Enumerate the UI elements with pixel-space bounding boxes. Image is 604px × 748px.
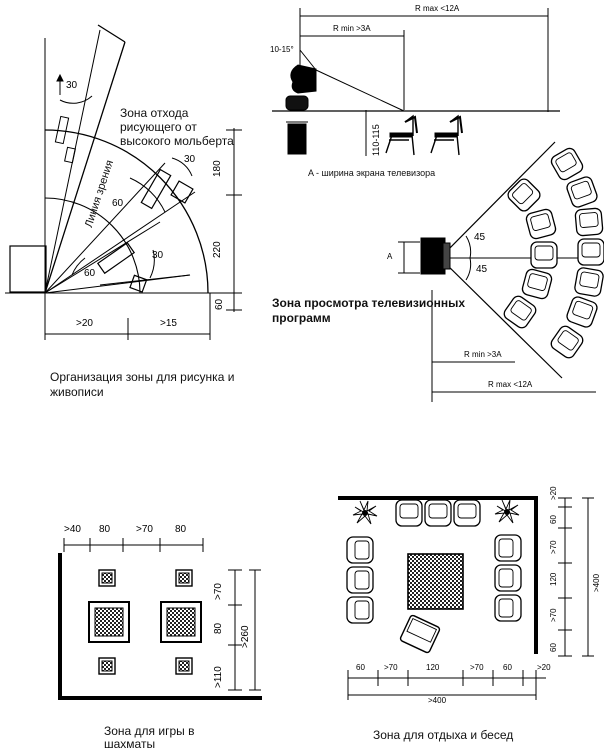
tv-angle-45-top: 45 xyxy=(474,232,486,243)
tv-rmin-plan: R min >3A xyxy=(464,350,502,359)
easel-zone-label: Зона отхода рисующего от высокого мольбе… xyxy=(120,106,234,148)
chess-dim-total: >260 xyxy=(240,625,251,648)
chess-dim-80a: 80 xyxy=(99,524,111,535)
angle-60-low: 60 xyxy=(84,268,96,279)
dim-20: >20 xyxy=(76,318,93,329)
tv-angle-45-bot: 45 xyxy=(476,264,488,275)
lounge-b-70a: >70 xyxy=(384,663,398,672)
tv-a-label: A xyxy=(387,252,393,261)
chess-dim-70: >70 xyxy=(136,524,153,535)
angle-60-mid: 60 xyxy=(112,198,124,209)
lounge-r-70a: >70 xyxy=(549,540,558,554)
lounge-b-60b: 60 xyxy=(503,663,512,672)
drawing-zone-diagram xyxy=(5,24,242,340)
lounge-caption: Зона для отдыха и бесед xyxy=(373,728,514,742)
lounge-r-20: >20 xyxy=(549,486,558,500)
angle-30-top: 30 xyxy=(66,80,78,91)
lounge-r-70b: >70 xyxy=(549,608,558,622)
tv-plan-title: Зона просмотра телевизионных программ xyxy=(272,296,466,325)
chess-dim-r70: >70 xyxy=(213,583,224,600)
tv-rmin-side: R min >3A xyxy=(333,24,371,33)
chess-dim-r110: >110 xyxy=(213,666,224,688)
angle-30-right: 30 xyxy=(184,154,196,165)
tv-height: 110-115 xyxy=(371,124,381,156)
tv-rmax-plan: R max <12A xyxy=(488,380,533,389)
tv-rmax-side: R max <12A xyxy=(415,4,460,13)
chess-dim-80b: 80 xyxy=(175,524,187,535)
lounge-b-120: 120 xyxy=(426,663,440,672)
chess-dim-40: >40 xyxy=(64,524,81,535)
angle-30-low: 30 xyxy=(152,250,164,261)
dim-15: >15 xyxy=(160,318,177,329)
drawing-zone-caption: Организация зоны для рисунка и живописи xyxy=(50,370,235,399)
dim-60: 60 xyxy=(214,298,225,310)
tv-side-caption: A - ширина экрана телевизора xyxy=(308,168,436,178)
lounge-r-60b: 60 xyxy=(549,643,558,652)
chess-caption: Зона для игры в шахматы xyxy=(104,724,195,748)
lounge-b-total: >400 xyxy=(428,696,447,705)
lounge-b-20: >20 xyxy=(537,663,551,672)
lounge-zone-diagram xyxy=(338,496,594,700)
lounge-b-60a: 60 xyxy=(356,663,365,672)
lounge-r-120: 120 xyxy=(549,572,558,586)
lounge-r-total: >400 xyxy=(592,573,601,592)
dim-220: 220 xyxy=(212,241,223,258)
dim-180: 180 xyxy=(212,160,223,177)
lounge-b-70b: >70 xyxy=(470,663,484,672)
chess-zone-diagram xyxy=(58,538,262,700)
tv-side-view-diagram xyxy=(272,8,560,156)
lounge-r-60a: 60 xyxy=(549,515,558,524)
tv-plan-view-diagram xyxy=(398,141,604,402)
chess-dim-r80: 80 xyxy=(213,622,224,634)
tv-tilt: 10-15° xyxy=(270,45,294,54)
